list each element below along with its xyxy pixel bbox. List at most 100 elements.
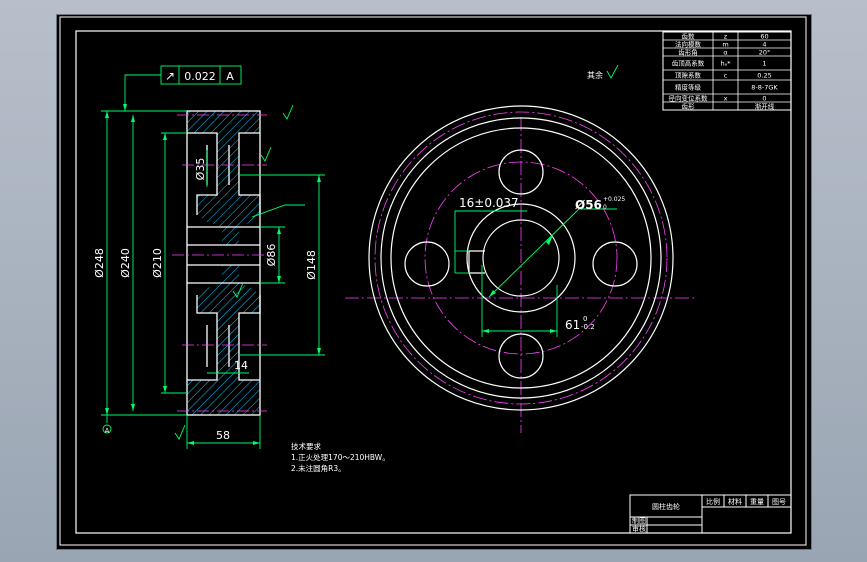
arrow-bore-1 [489, 290, 496, 297]
param-value: 0.25 [757, 72, 771, 80]
dim-bore-label: Ø56 [575, 198, 602, 212]
tb-part-name: 圆柱齿轮 [652, 502, 680, 511]
leader-keyway-width [454, 210, 527, 251]
root-circle [380, 117, 662, 399]
param-name: 齿数 [682, 32, 696, 41]
tb-header-weight: 重量 [750, 498, 764, 506]
dim-d35-label: Ø35 [194, 158, 207, 181]
dim-d86-label: Ø86 [265, 244, 278, 267]
dim-bore-tol-upper: +0.025 [603, 196, 625, 203]
param-name: 法向模数 [675, 40, 702, 49]
tb-drawn-label: 制图 [632, 516, 646, 525]
bolt-circle [424, 161, 618, 355]
arrow-bore-2 [546, 235, 553, 245]
arrow-d240-bottom [131, 404, 135, 411]
tech-requirements: 技术要求 1.正火处理170～210HBW。 2.未注圆角R3。 [291, 441, 390, 473]
param-name: 精度等级 [675, 83, 702, 92]
param-value: 1 [762, 60, 766, 68]
dim-depth-tol-upper: 0 [583, 315, 587, 323]
web-recess-bottom [187, 295, 218, 381]
param-name: 齿形 [682, 103, 696, 111]
surface-note-symbol [606, 64, 619, 79]
arrow-d210-top [163, 133, 167, 140]
gear-rim-outline [186, 110, 261, 416]
arrow-d86-top [277, 227, 281, 234]
roughness-mark-4 [174, 424, 186, 440]
dim-58-label: 58 [216, 429, 230, 442]
cad-viewport[interactable]: ↗ 0.022 A Ø248 Ø240 Ø210 Ø35 Ø86 Ø148 58… [56, 14, 812, 550]
param-value: 渐开线 [755, 102, 775, 111]
dim-line-bore [488, 208, 580, 298]
param-value: 8-8-7GK [751, 84, 778, 92]
arrow-d210-bottom [163, 386, 167, 393]
tech-req-title: 技术要求 [291, 441, 321, 451]
arrow-tol-leader [123, 104, 127, 111]
tech-req-item-1: 1.正火处理170～210HBW。 [291, 452, 390, 462]
roughness-mark-1 [282, 104, 294, 120]
bore-circle [482, 219, 560, 297]
arrow-d148-top [317, 175, 321, 182]
roughness-mark-3 [232, 282, 244, 298]
dim-keyway-depth-label: 61 [565, 318, 580, 332]
tolerance-leader [124, 74, 161, 111]
param-symbol: hₐ* [721, 60, 732, 68]
dim-bore-tol-lower: 0 [603, 204, 607, 211]
web-recess-bottom-right [238, 295, 261, 381]
gear-drawing: ↗ 0.022 A Ø248 Ø240 Ø210 Ø35 Ø86 Ø148 58… [59, 16, 807, 546]
datum-a-symbol [102, 424, 112, 434]
param-symbol: c [724, 72, 728, 80]
title-block: 圆柱齿轮 比例 材料 重量 图号 制图 审核 [629, 494, 792, 534]
dim-d148-label: Ø148 [305, 250, 318, 280]
arrow-d240-top [131, 115, 135, 122]
param-value: 0 [762, 95, 766, 103]
param-value: 60 [760, 33, 768, 41]
arrow-d86-bottom [277, 276, 281, 283]
tb-header-drawing-no: 图号 [772, 498, 786, 506]
web-hole-left [404, 241, 450, 287]
arrow-d248-bottom [105, 408, 109, 415]
arrow-58-left [187, 441, 194, 445]
param-name: 齿形角 [678, 48, 698, 57]
param-value: 4 [762, 41, 766, 49]
arrow-d248-top [105, 111, 109, 118]
tip-circle [368, 105, 674, 411]
dim-d240-label: Ø240 [119, 248, 132, 278]
tb-header-material: 材料 [728, 497, 742, 506]
param-symbol: x [724, 95, 728, 103]
title-block-frame [629, 494, 792, 534]
hub-circle [466, 203, 576, 313]
param-value: 20° [759, 49, 771, 57]
section-hatch-top [187, 111, 260, 245]
arrow-depth-right [550, 329, 557, 333]
arrow-58-right [253, 441, 260, 445]
param-table-frame [662, 31, 792, 111]
tolerance-value: 0.022 [184, 70, 216, 83]
dim-d248-label: Ø248 [93, 248, 106, 278]
outer-frame [59, 16, 807, 546]
inner-frame [75, 30, 792, 534]
param-name: 齿顶高系数 [672, 59, 705, 68]
front-view: 16±0.037 Ø56 +0.025 0 61 0 -0.2 [345, 105, 697, 433]
dim-14-label: 14 [234, 359, 248, 372]
arrow-d148-bottom [317, 348, 321, 355]
dim-d210-label: Ø210 [151, 248, 164, 278]
surface-note: 其余 [587, 64, 619, 80]
tolerance-datum: A [226, 70, 234, 83]
keyway-outline [468, 250, 485, 274]
roughness-mark-2 [260, 146, 272, 162]
tolerance-symbol: ↗ [165, 69, 175, 83]
web-recess-top-right [238, 132, 261, 215]
dim-depth-tol-lower: -0.2 [581, 323, 595, 331]
pitch-circle [374, 111, 668, 405]
rim-circle [390, 127, 652, 389]
surface-note-label: 其余 [587, 70, 603, 80]
web-hole-bottom [498, 333, 544, 379]
chamfer-leader [251, 204, 305, 218]
tech-req-item-2: 2.未注圆角R3。 [291, 463, 346, 473]
datum-a-label: A [105, 427, 110, 435]
web-hole-top [498, 149, 544, 195]
param-symbol: α [723, 49, 727, 57]
param-name: 顶隙系数 [675, 71, 702, 80]
section-hatch-bottom [187, 265, 260, 415]
